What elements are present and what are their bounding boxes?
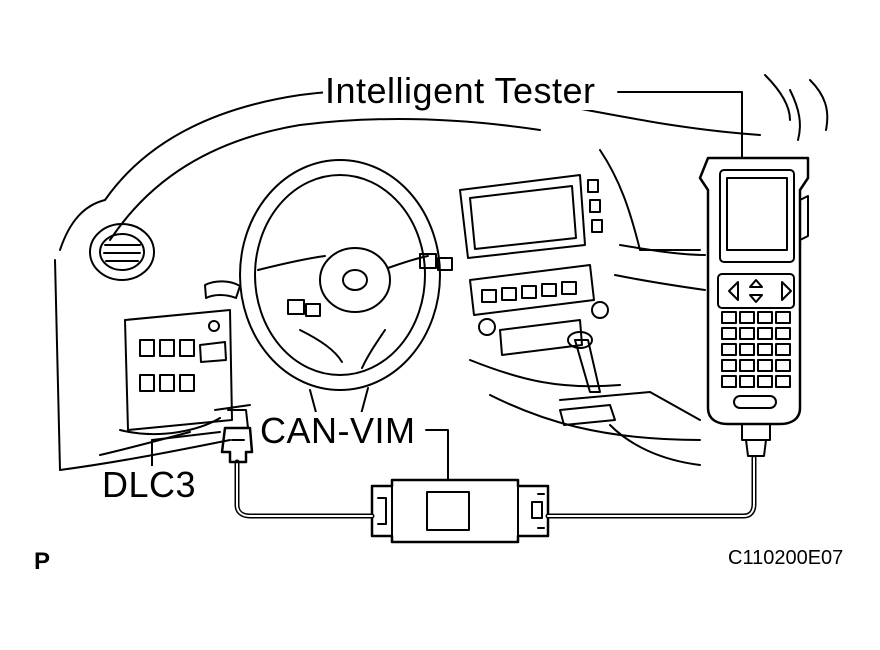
intelligent-tester-device — [698, 156, 810, 457]
leader-lines — [151, 91, 743, 481]
tester-label: Intelligent Tester — [323, 70, 598, 111]
can-vim-label: CAN-VIM — [258, 410, 418, 451]
can-vim-leader-line — [425, 429, 449, 481]
corner-letter: P — [34, 548, 51, 576]
dlc3-leader-line — [151, 431, 221, 441]
dashboard-illustration — [54, 74, 829, 471]
dlc3-connector — [220, 409, 254, 464]
cables — [234, 455, 757, 519]
dlc3-label: DLC3 — [100, 464, 199, 505]
figure-id: C110200E07 — [728, 546, 844, 570]
tester-keypad — [721, 311, 791, 388]
tester-leader-line — [617, 91, 743, 159]
can-vim-module — [370, 478, 550, 544]
